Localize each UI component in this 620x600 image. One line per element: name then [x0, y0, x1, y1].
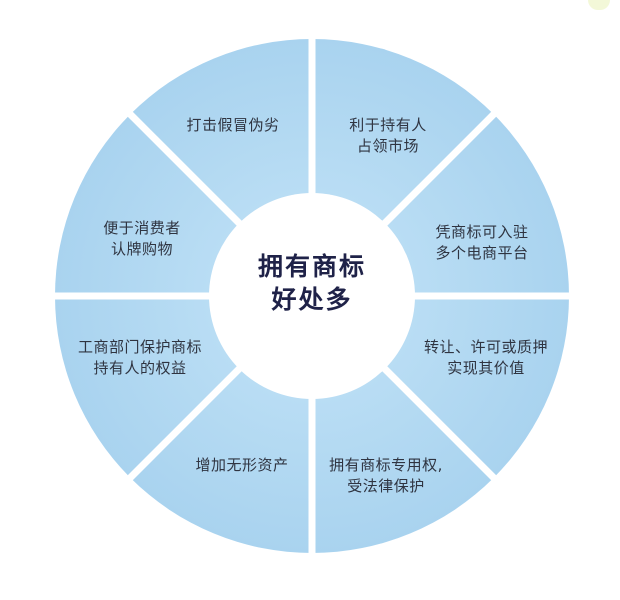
- segment-label-line1: 便于消费者: [103, 219, 181, 237]
- segment-label-line2: 受法律保护: [347, 477, 425, 495]
- segment-transfer-license-pledge: 转让、许可或质押 实现其价值: [401, 337, 571, 379]
- center-title-line1: 拥有商标: [257, 252, 366, 281]
- segment-anti-counterfeit: 打击假冒伪劣: [148, 115, 318, 136]
- segment-label-line1: 打击假冒伪劣: [186, 116, 280, 134]
- segment-label-line2: 多个电商平台: [435, 244, 529, 262]
- segment-label-line2: 持有人的权益: [93, 359, 187, 377]
- segment-label-line2: 占领市场: [356, 137, 419, 155]
- segment-legal-protection: 拥有商标专用权, 受法律保护: [301, 455, 471, 497]
- center-title: 拥有商标 好处多: [212, 250, 412, 316]
- segment-brand-shopping: 便于消费者 认牌购物: [57, 218, 227, 260]
- segment-intangible-assets: 增加无形资产: [157, 455, 327, 476]
- center-hub: [209, 193, 415, 399]
- center-title-line2: 好处多: [271, 285, 353, 314]
- segment-label-line1: 凭商标可入驻: [435, 223, 529, 241]
- segment-holder-rights: 工商部门保护商标 持有人的权益: [55, 337, 225, 379]
- segment-label-line1: 利于持有人: [349, 116, 427, 134]
- segment-ecommerce-platforms: 凭商标可入驻 多个电商平台: [397, 222, 567, 264]
- segment-label-line1: 转让、许可或质押: [423, 338, 548, 356]
- segment-label-line2: 认牌购物: [110, 240, 173, 258]
- corner-decoration: [588, 0, 610, 10]
- segment-label-line1: 拥有商标专用权,: [329, 456, 443, 474]
- segment-label-line1: 工商部门保护商标: [77, 338, 202, 356]
- segment-label-line2: 实现其价值: [447, 359, 525, 377]
- segment-market-share: 利于持有人 占领市场: [303, 115, 473, 157]
- segment-label-line1: 增加无形资产: [195, 456, 289, 474]
